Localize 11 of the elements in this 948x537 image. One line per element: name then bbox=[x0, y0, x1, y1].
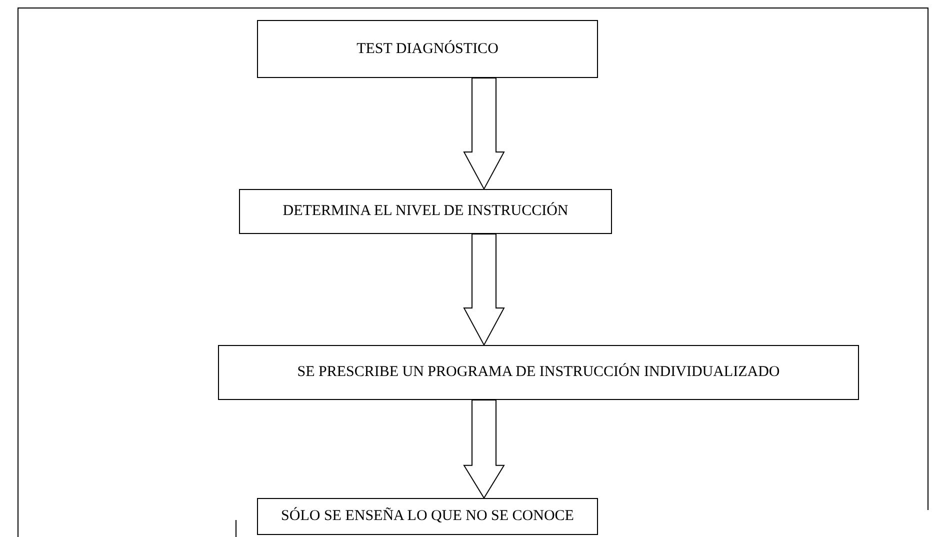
process-box bbox=[257, 498, 598, 535]
block-arrow bbox=[463, 78, 505, 190]
block-arrow bbox=[463, 234, 505, 346]
process-box bbox=[218, 345, 859, 400]
process-box bbox=[239, 189, 612, 234]
box-label: DETERMINA EL NIVEL DE INSTRUCCIÓN bbox=[282, 203, 568, 220]
block-arrow bbox=[463, 400, 505, 499]
box-label: SE PRESCRIBE UN PROGRAMA DE INSTRUCCIÓN INDIVIDUALIZADO bbox=[297, 364, 780, 381]
process-box bbox=[257, 20, 598, 78]
box-label: TEST DIAGNÓSTICO bbox=[356, 40, 498, 58]
box-label: SÓLO SE ENSEÑA LO QUE NO SE CONOCE bbox=[281, 508, 574, 525]
